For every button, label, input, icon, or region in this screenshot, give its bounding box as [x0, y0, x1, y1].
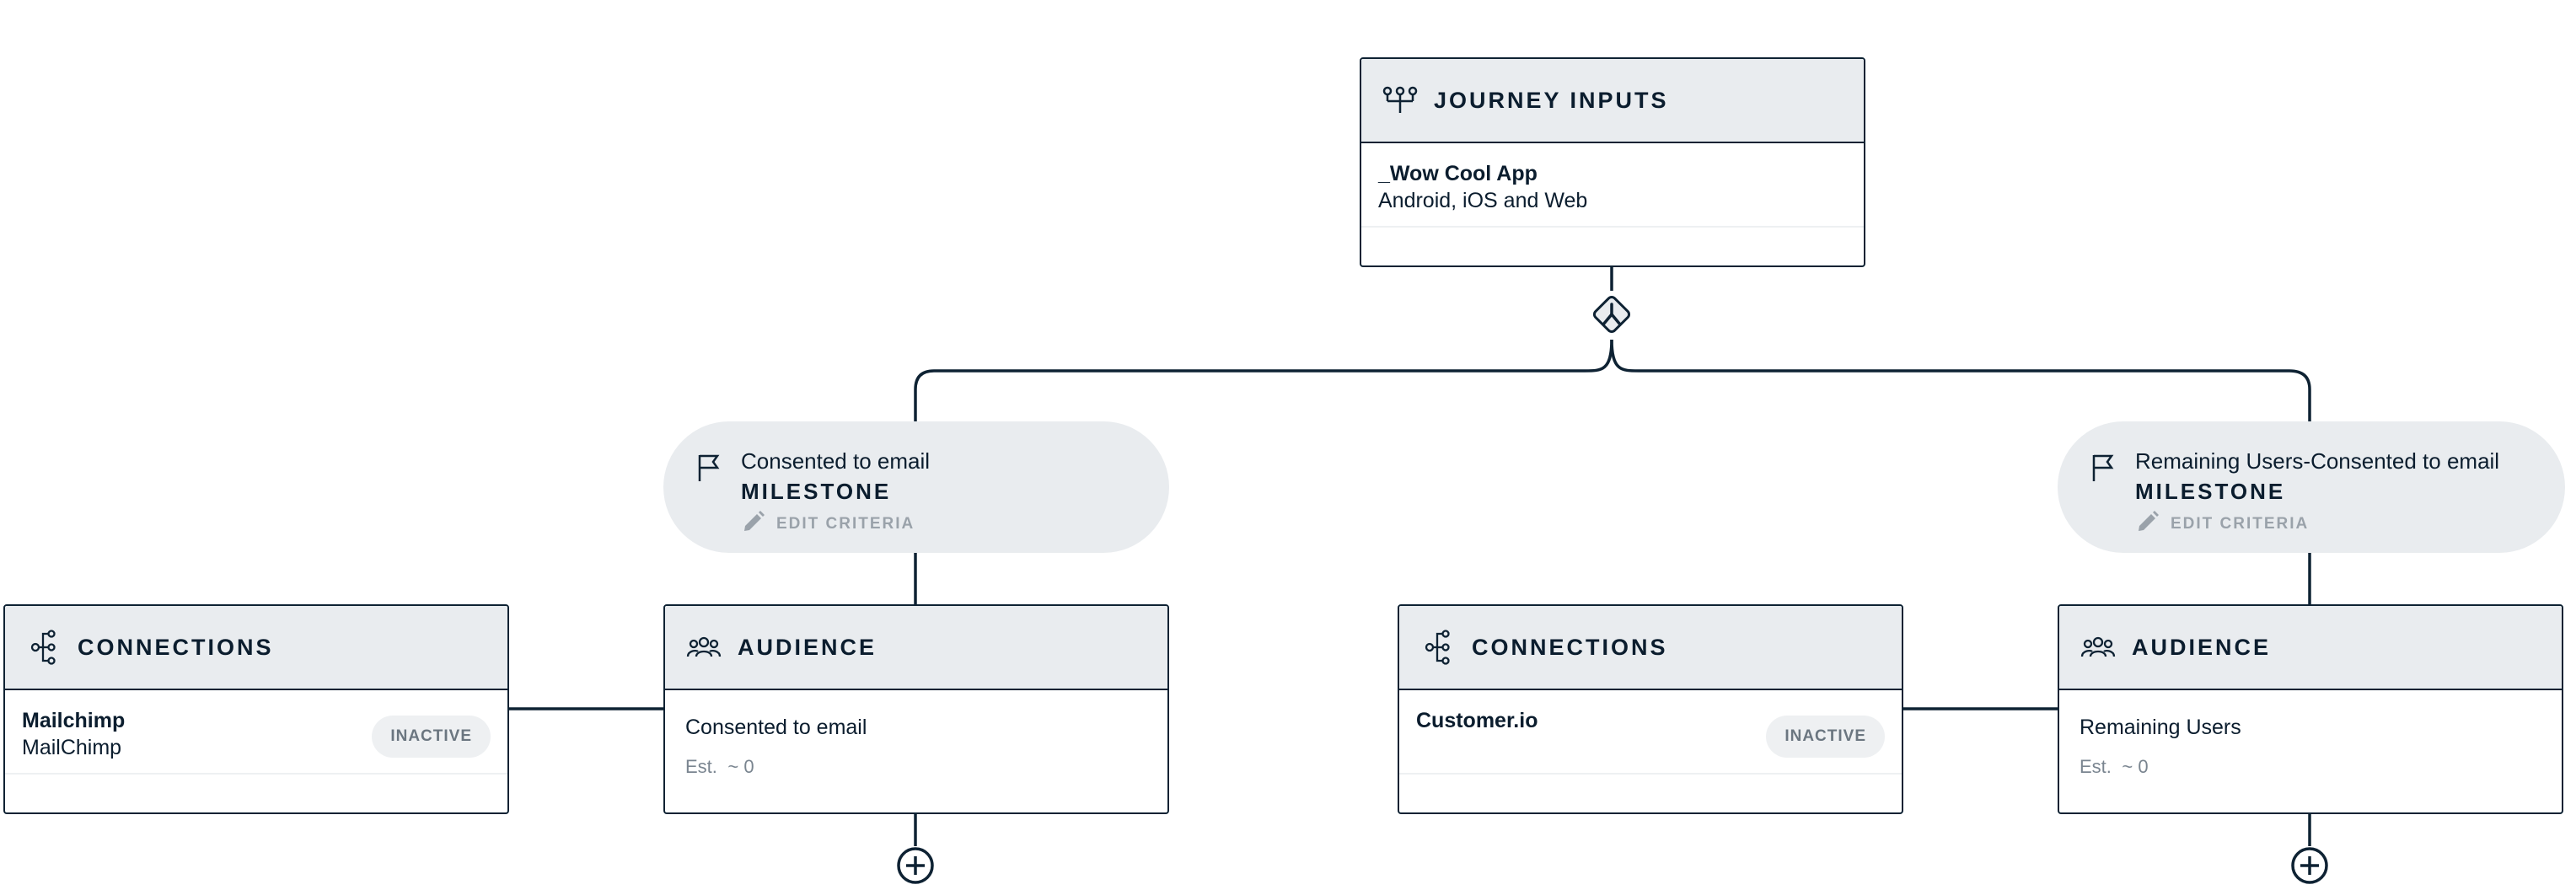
audience-name: Remaining Users: [2080, 716, 2241, 739]
audience-icon: [685, 629, 722, 666]
journey-inputs-header: JOURNEY INPUTS: [1361, 59, 1864, 143]
journey-inputs-card[interactable]: JOURNEY INPUTS _Wow Cool App Android, iO…: [1360, 57, 1865, 267]
flag-icon: [697, 453, 721, 486]
add-step-button-1[interactable]: [895, 845, 936, 886]
estimate-label: Est.: [685, 756, 717, 777]
status-badge: INACTIVE: [1766, 716, 1885, 758]
edit-criteria-label: EDIT CRITERIA: [2171, 514, 2310, 533]
audience-header: AUDIENCE: [665, 606, 1167, 690]
milestone-name: Consented to email: [741, 448, 931, 474]
estimate-value: ~ 0: [727, 756, 754, 777]
edit-criteria-button[interactable]: EDIT CRITERIA: [2135, 509, 2309, 539]
milestone-pill-1[interactable]: Consented to email MILESTONE EDIT CRITER…: [663, 421, 1169, 553]
inputs-icon: [1382, 82, 1419, 119]
row-divider: [5, 773, 507, 775]
connection-subname: MailChimp: [22, 736, 122, 759]
audience-header: AUDIENCE: [2059, 606, 2562, 690]
split-merge-icon: [1592, 295, 1631, 334]
flag-icon: [2091, 453, 2115, 486]
connection-name: Mailchimp: [22, 709, 126, 732]
connections-title: CONNECTIONS: [78, 634, 274, 660]
estimate-value: ~ 0: [2122, 756, 2149, 777]
row-divider: [1399, 773, 1902, 775]
status-badge: INACTIVE: [372, 716, 491, 758]
milestone-name: Remaining Users-Consented to email: [2135, 448, 2500, 474]
journey-inputs-title: JOURNEY INPUTS: [1434, 87, 1669, 113]
pencil-icon: [741, 509, 766, 539]
connections-icon: [1419, 629, 1457, 666]
source-name: _Wow Cool App: [1378, 162, 1538, 185]
audience-card-2[interactable]: AUDIENCE Remaining Users Est. ~ 0: [2058, 604, 2563, 814]
audience-title: AUDIENCE: [738, 634, 877, 660]
connections-icon: [25, 629, 62, 666]
add-circle-icon: [2291, 847, 2328, 884]
pencil-icon: [2135, 509, 2160, 539]
audience-card-1[interactable]: AUDIENCE Consented to email Est. ~ 0: [663, 604, 1169, 814]
connections-header: CONNECTIONS: [5, 606, 507, 690]
add-circle-icon: [897, 847, 934, 884]
row-divider: [1361, 226, 1864, 228]
milestone-kind: MILESTONE: [741, 479, 892, 504]
connections-card-2[interactable]: CONNECTIONS Customer.io INACTIVE: [1398, 604, 1903, 814]
estimate-label: Est.: [2080, 756, 2112, 777]
connections-title: CONNECTIONS: [1472, 634, 1668, 660]
split-node[interactable]: [1586, 289, 1637, 340]
add-step-button-2[interactable]: [2289, 845, 2330, 886]
connection-name: Customer.io: [1416, 709, 1538, 732]
source-platforms: Android, iOS and Web: [1378, 189, 1588, 212]
connections-card-1[interactable]: CONNECTIONS Mailchimp MailChimp INACTIVE: [3, 604, 509, 814]
audience-icon: [2080, 629, 2117, 666]
connections-header: CONNECTIONS: [1399, 606, 1902, 690]
audience-name: Consented to email: [685, 716, 867, 739]
audience-title: AUDIENCE: [2132, 634, 2272, 660]
milestone-pill-2[interactable]: Remaining Users-Consented to email MILES…: [2058, 421, 2565, 553]
edit-criteria-label: EDIT CRITERIA: [776, 514, 915, 533]
edit-criteria-button[interactable]: EDIT CRITERIA: [741, 509, 915, 539]
milestone-kind: MILESTONE: [2135, 479, 2286, 504]
